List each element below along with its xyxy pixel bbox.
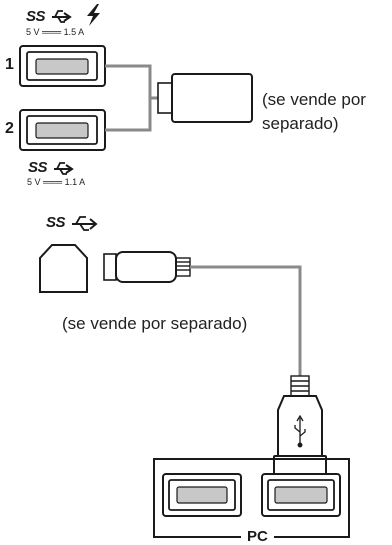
usb-port-2	[19, 109, 106, 151]
port-1-number: 1	[5, 56, 14, 73]
port-connection-lines	[105, 64, 160, 132]
sold-separately-note: (se vende por separado)	[62, 314, 248, 333]
pc-label: PC	[241, 528, 274, 545]
sold-separately-note-line1: (se vende por	[262, 90, 366, 109]
usb-stick-icon	[157, 73, 253, 123]
superspeed-logo: SS	[46, 214, 66, 231]
sold-separately-note-line2: separado)	[262, 114, 339, 133]
usb-b-port-icon	[39, 244, 88, 293]
usb-port-1	[19, 45, 106, 87]
usb-cable	[190, 265, 302, 376]
usb-b-connector-icon	[103, 251, 191, 283]
port-1-spec: 5 V ═══ 1.5 A	[26, 27, 85, 37]
pc-usb-port-left	[162, 473, 242, 517]
port-2-spec: 5 V ═══ 1.1 A	[27, 177, 86, 187]
lightning-icon	[87, 4, 100, 26]
usb-icon	[52, 10, 72, 23]
pc-usb-port-right	[261, 473, 341, 517]
usb-icon	[294, 414, 306, 448]
superspeed-logo: SS	[26, 8, 46, 25]
usb-plug-icon	[273, 375, 327, 477]
usb-icon	[72, 216, 98, 231]
port-2-number: 2	[5, 120, 14, 137]
superspeed-logo: SS	[28, 159, 48, 176]
usb-icon	[54, 162, 74, 175]
